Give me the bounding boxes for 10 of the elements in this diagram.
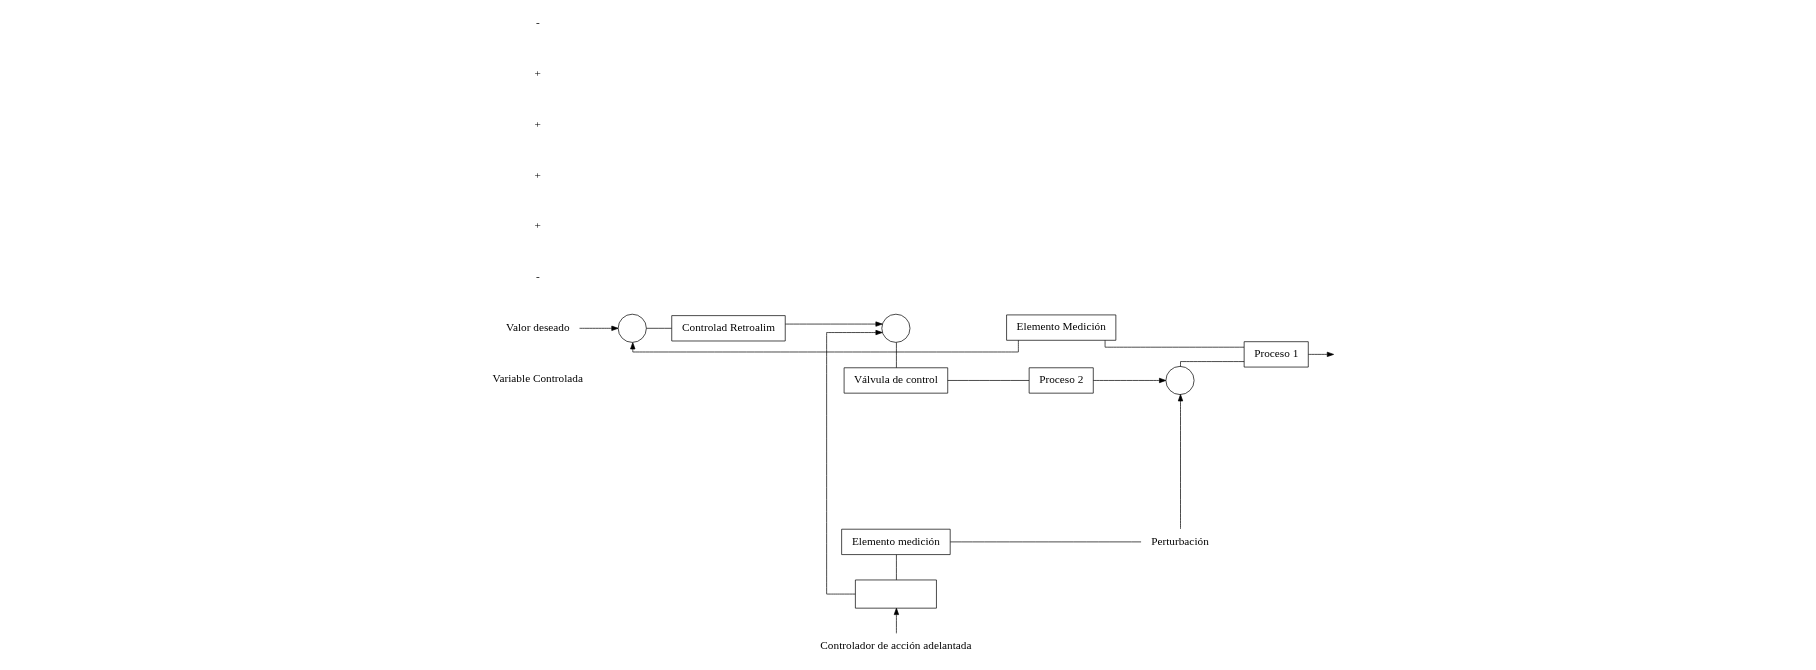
label: + [534,168,541,181]
label: - [535,16,540,29]
label: + [534,117,541,130]
node-text: Controlador de acción adelantada [819,638,971,651]
node-text: Perturbación [1150,534,1209,547]
label: Variable Controlada [492,372,583,385]
label: + [534,67,541,80]
label: + [534,219,541,232]
node-text: Valor deseado [505,320,570,333]
label: - [535,270,540,283]
